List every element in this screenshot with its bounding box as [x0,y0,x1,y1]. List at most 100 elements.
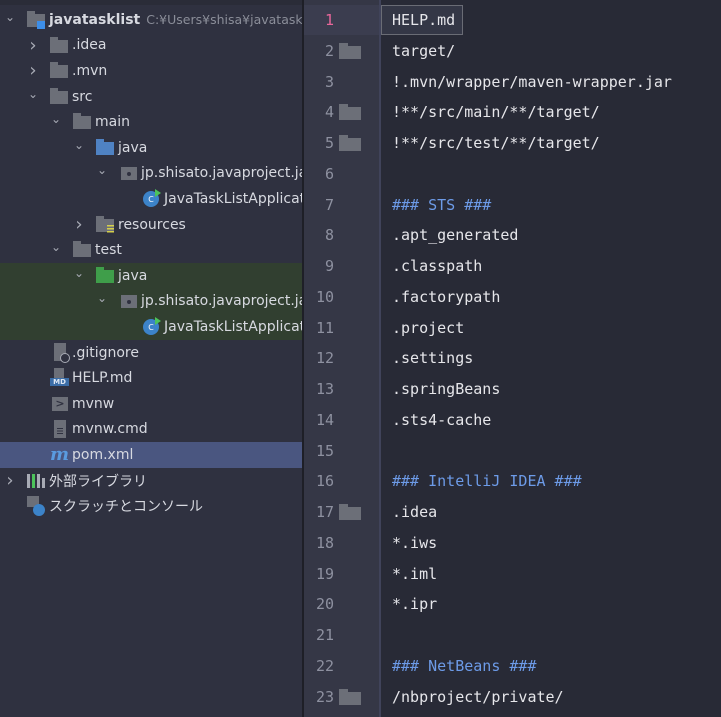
folder-icon [50,87,70,105]
code-line[interactable]: .project [392,318,465,337]
chevron-down-icon[interactable]: ⌄ [4,9,16,24]
folder-icon [339,688,361,705]
tree-item[interactable]: ⌄java [0,135,302,161]
tree-item-label: スクラッチとコンソール [49,499,203,516]
code-line[interactable]: *.iws [392,533,438,552]
code-line[interactable]: .factorypath [392,287,501,306]
tree-item-label: .gitignore [72,344,139,361]
code-comment-line[interactable]: ### NetBeans ### [392,656,537,675]
tree-item-label: JavaTaskListApplicat [164,318,302,335]
line-number: 18 [315,533,334,552]
tree-item[interactable]: ⌄ test [0,237,302,263]
tree-item[interactable]: ⌄ java [0,263,302,289]
chevron-right-icon[interactable]: › [29,60,37,82]
current-line-highlight [381,5,463,35]
tree-item-label: 外部ライブラリ [49,473,147,490]
folder-icon [50,36,70,54]
tree-item-label: .idea [72,37,107,54]
chevron-right-icon[interactable]: › [29,34,37,56]
tree-item[interactable]: ⌄ jp.shisato.javaproject.jav [0,161,302,187]
tree-item[interactable]: ⌄main [0,109,302,135]
line-number: 4 [324,103,334,122]
line-number: 11 [315,318,334,337]
chevron-down-icon[interactable]: ⌄ [73,265,85,280]
tree-item-label: JavaTaskListApplicat [164,190,302,207]
folder-icon [339,104,361,121]
spring-class-icon: c [142,189,162,208]
code-line[interactable]: !**/src/test/**/target/ [392,134,600,152]
shell-script-icon: > [50,396,70,412]
tree-item[interactable]: >mvnw [0,391,302,417]
code-line[interactable]: *.ipr [392,595,438,614]
folder-icon [339,42,361,59]
tree-item-label: mvnw [72,395,115,412]
code-line[interactable]: !.mvn/wrapper/maven-wrapper.jar [392,72,672,91]
chevron-down-icon[interactable]: ⌄ [96,291,108,306]
line-number: 17 [315,503,334,521]
line-number: 22 [315,656,334,675]
folder-icon [50,62,70,79]
code-line[interactable]: .idea [392,503,438,521]
panel-divider[interactable] [302,0,304,717]
package-icon [119,294,139,310]
maven-icon: m [50,444,70,466]
folder-icon [73,113,93,130]
tree-item[interactable]: › .idea [0,33,302,59]
code-editor[interactable] [381,0,721,717]
line-number: 2 [324,41,334,60]
code-line[interactable]: .springBeans [392,380,501,398]
tree-item-label: resources [118,216,186,233]
line-number: 14 [315,410,334,429]
tree-item-label: java [118,267,148,284]
line-number: 6 [324,164,334,183]
code-line[interactable]: .classpath [392,257,483,275]
code-line[interactable]: .apt_generated [392,226,519,245]
code-comment-line[interactable]: ### STS ### [392,195,492,214]
folder-icon [339,504,361,520]
tree-item[interactable]: › .mvn [0,58,302,84]
current-line-gutter-highlight [304,5,379,35]
chevron-down-icon[interactable]: ⌄ [96,163,108,178]
code-line[interactable]: .sts4-cache [392,410,492,429]
chevron-right-icon[interactable]: › [6,470,14,492]
tree-item[interactable]: .gitignore [0,340,302,366]
line-number: 12 [315,349,334,368]
code-line[interactable]: .settings [392,349,474,368]
code-line[interactable]: *.iml [392,564,438,583]
code-line[interactable]: !**/src/main/**/target/ [392,103,600,122]
gitignore-file-icon [50,342,70,363]
line-number: 21 [315,626,334,644]
tree-item[interactable]: スクラッチとコンソール [0,493,302,519]
tree-item-label: test [95,242,122,259]
code-line[interactable]: target/ [392,41,456,60]
chevron-down-icon[interactable]: ⌄ [50,112,62,127]
tree-item-label: src [72,88,93,105]
project-name: javatasklist [49,11,141,28]
tree-item[interactable]: › resources [0,212,302,238]
tree-item[interactable]: mvnw.cmd [0,417,302,443]
line-number: 1 [324,11,334,29]
project-tree: ⌄ javatasklistC:¥Users¥shisa¥javatasklist… [0,0,302,717]
tree-item-label: jp.shisato.javaproject.jav [141,165,302,182]
tree-item[interactable]: ⌄ src [0,84,302,110]
chevron-down-icon[interactable]: ⌄ [73,137,85,152]
line-number: 5 [324,134,334,152]
chevron-down-icon[interactable]: ⌄ [50,240,62,255]
line-number: 20 [315,595,334,614]
tree-item[interactable]: ⌄ jp.shisato.javaproject.jav [0,288,302,315]
code-line[interactable]: HELP.md [392,11,456,29]
chevron-down-icon[interactable]: ⌄ [27,86,39,101]
chevron-right-icon[interactable]: › [75,214,83,236]
tree-item-label: pom.xml [72,446,134,463]
code-comment-line[interactable]: ### IntelliJ IDEA ### [392,472,582,491]
code-line[interactable]: /nbproject/private/ [392,687,564,706]
tree-item[interactable]: › 外部ライブラリ [0,468,302,494]
tree-item-label: .mvn [72,62,108,79]
tree-item-label: jp.shisato.javaproject.jav [141,293,302,310]
